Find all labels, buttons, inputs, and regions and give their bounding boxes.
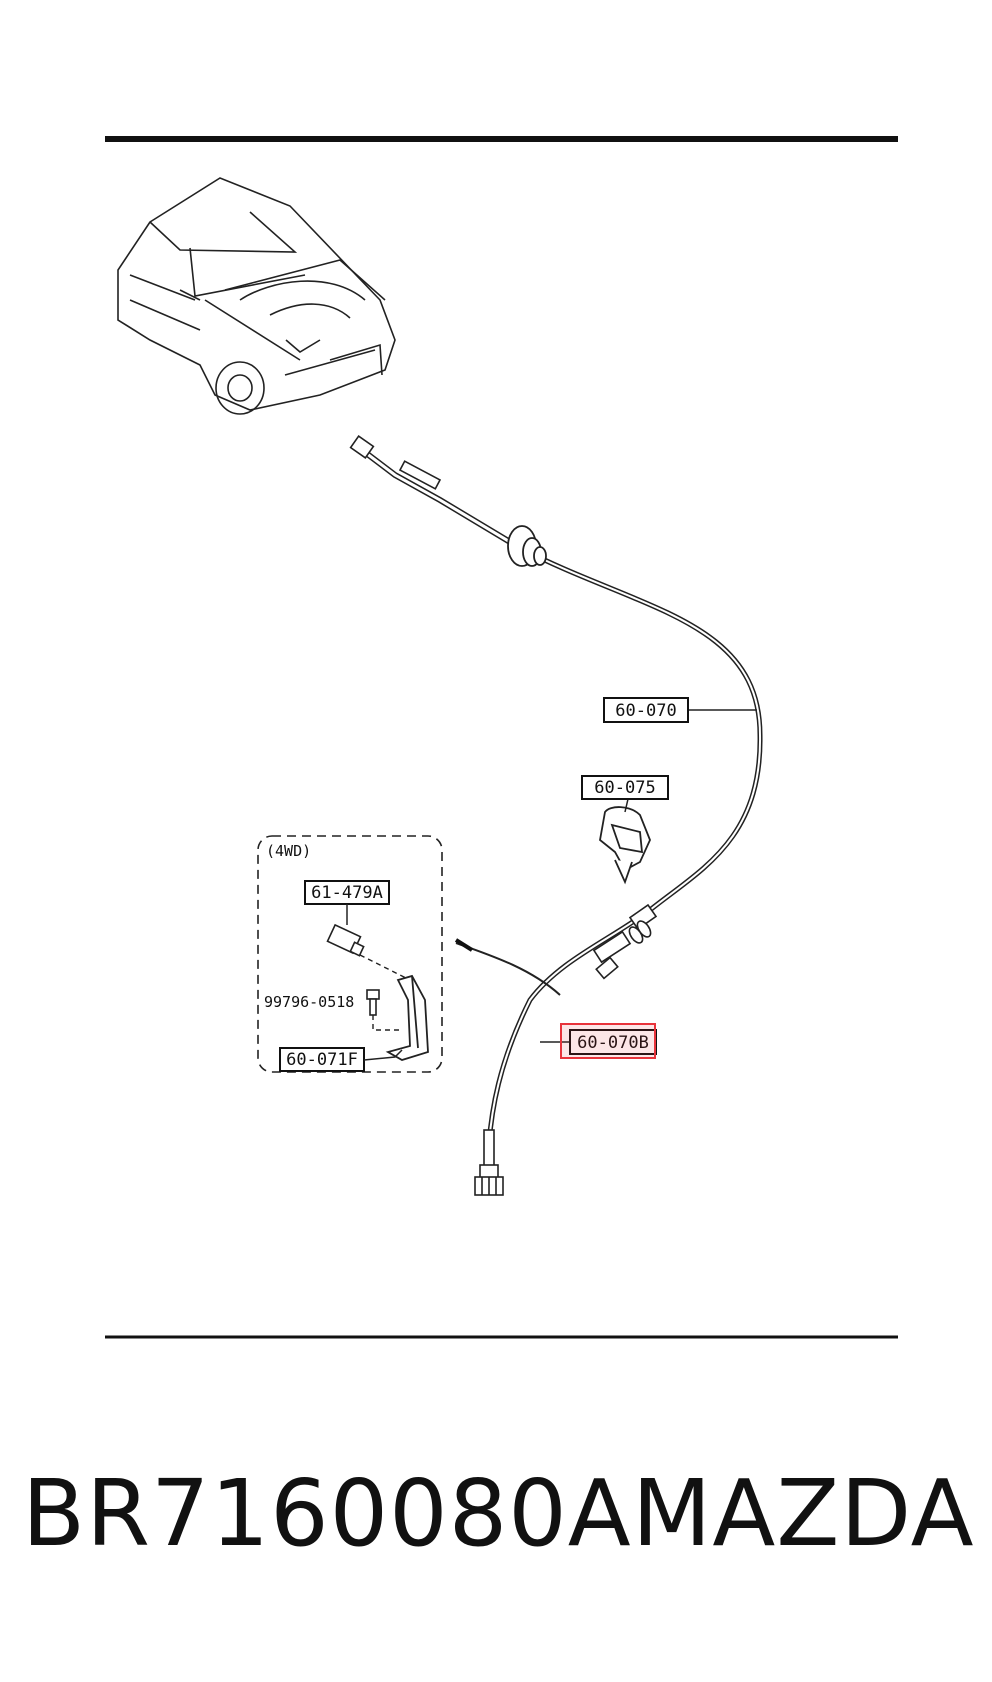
cable-bottom-fitting — [474, 1129, 504, 1196]
callout-label: 60-075 — [594, 778, 655, 798]
callout-60-070B[interactable]: 60-070B — [540, 1023, 657, 1059]
4wd-inset: (4WD) 61-479A 99796-0518 60-071F — [257, 835, 443, 1073]
callout-60-075: 60-075 — [581, 775, 669, 813]
speedometer-cable — [360, 447, 763, 1161]
callout-label: 61-479A — [311, 883, 383, 903]
callout-60-070: 60-070 — [603, 697, 757, 723]
callout-label: 60-070 — [615, 701, 676, 721]
cable-top-fitting — [349, 434, 442, 490]
vehicle-illustration — [117, 177, 396, 415]
callout-label: 99796-0518 — [264, 993, 354, 1011]
highlight-box — [560, 1023, 656, 1059]
footer: BR7160080A MAZDA — [0, 1460, 992, 1580]
inset-leader-arrow — [454, 938, 474, 952]
callout-label: 60-071F — [286, 1050, 358, 1070]
part-number: BR7160080A — [22, 1460, 632, 1567]
brand-name: MAZDA — [632, 1460, 975, 1567]
cable-clip — [599, 806, 651, 885]
cable-grommet — [507, 525, 547, 567]
cable-joint — [592, 903, 658, 980]
callout-label: 60-070B — [577, 1033, 649, 1053]
inset-title: (4WD) — [266, 842, 311, 860]
inset-leader — [455, 942, 561, 996]
